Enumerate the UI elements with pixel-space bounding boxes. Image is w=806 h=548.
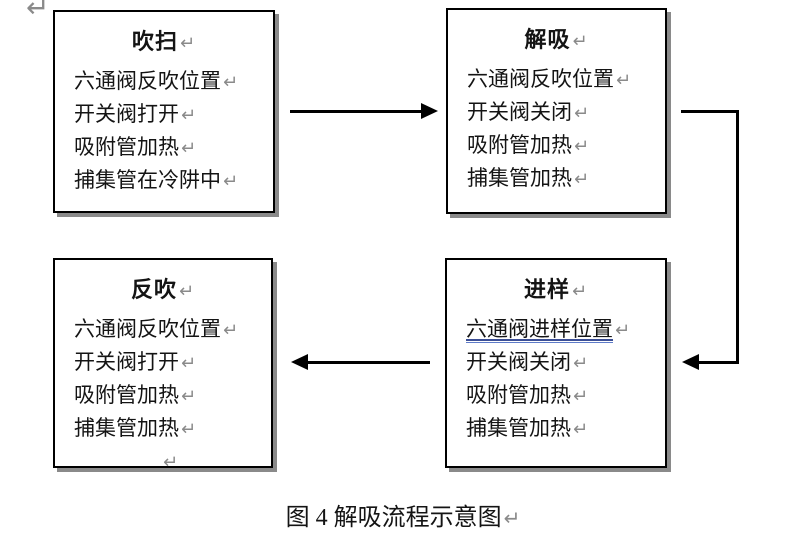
box-body-desorb: 六通阀反吹位置↵ 开关阀关闭↵ 吸附管加热↵ 捕集管加热↵ bbox=[467, 63, 659, 195]
arrow-left-icon bbox=[291, 354, 308, 370]
return-mark-icon: ↵ bbox=[179, 33, 197, 54]
return-mark-icon: ↵ bbox=[181, 353, 197, 374]
box-line-text: 捕集管在冷阱中 bbox=[74, 168, 221, 192]
box-line: 六通阀反吹位置↵ bbox=[467, 63, 659, 96]
figure-caption-text: 图 4 解吸流程示意图 bbox=[285, 505, 502, 531]
box-title-desorb: 解吸↵ bbox=[448, 22, 665, 54]
flow-box-backflush: 反吹↵ 六通阀反吹位置↵ 开关阀打开↵ 吸附管加热↵ 捕集管加热↵ ↵ bbox=[53, 258, 273, 473]
underlined-text: 六通阀进样位置 bbox=[466, 317, 613, 343]
box-line-text: 六通阀反吹位置 bbox=[467, 67, 614, 91]
box-line-text: 开关阀打开 bbox=[74, 102, 179, 126]
arrow-left-icon bbox=[682, 354, 699, 370]
return-mark-icon: ↵ bbox=[223, 171, 239, 192]
arrow-desorb-to-inject-bottom-segment bbox=[699, 361, 739, 364]
box-line-text: 开关阀关闭 bbox=[466, 350, 571, 374]
return-mark-icon: ↵ bbox=[573, 386, 589, 407]
return-mark-icon: ↵ bbox=[223, 72, 239, 93]
box-line-text: 六通阀反吹位置 bbox=[74, 69, 221, 93]
box-line: 捕集管加热↵ bbox=[74, 412, 265, 445]
return-mark-icon: ↵ bbox=[574, 169, 590, 190]
flow-box-inject: 进样↵ 六通阀进样位置↵ 开关阀关闭↵ 吸附管加热↵ 捕集管加热↵ bbox=[445, 258, 667, 468]
return-mark-icon: ↵ bbox=[181, 138, 197, 159]
box-line: 开关阀关闭↵ bbox=[466, 346, 659, 379]
box-line: 捕集管加热↵ bbox=[467, 162, 659, 195]
box-line: 吸附管加热↵ bbox=[467, 129, 659, 162]
box-line-text: 六通阀反吹位置 bbox=[74, 317, 221, 341]
box-title-text: 反吹 bbox=[130, 277, 177, 302]
return-mark-icon: ↵ bbox=[181, 386, 197, 407]
box-line-text: 开关阀打开 bbox=[74, 350, 179, 374]
return-mark-icon: ↵ bbox=[178, 281, 196, 302]
arrow-purge-to-desorb-line bbox=[290, 110, 422, 113]
box-line-text: 吸附管加热 bbox=[467, 133, 572, 157]
box-title-purge: 吹扫↵ bbox=[55, 24, 273, 56]
return-mark-icon: ↵ bbox=[573, 419, 589, 440]
box-line: 开关阀关闭↵ bbox=[467, 96, 659, 129]
box-line-text: 吸附管加热 bbox=[74, 383, 179, 407]
box-body-backflush: 六通阀反吹位置↵ 开关阀打开↵ 吸附管加热↵ 捕集管加热↵ ↵ bbox=[74, 313, 265, 473]
box-line-text: 吸附管加热 bbox=[74, 135, 179, 159]
empty-line: ↵ bbox=[74, 445, 265, 473]
box-line: 六通阀反吹位置↵ bbox=[74, 313, 265, 346]
return-mark-icon: ↵ bbox=[181, 105, 197, 126]
return-mark-icon: ↵ bbox=[223, 320, 239, 341]
box-title-text: 吹扫 bbox=[131, 29, 178, 54]
return-mark-icon: ↵ bbox=[573, 353, 589, 374]
box-line-text: 开关阀关闭 bbox=[467, 100, 572, 124]
box-line: 吸附管加热↵ bbox=[74, 379, 265, 412]
box-body-inject: 六通阀进样位置↵ 开关阀关闭↵ 吸附管加热↵ 捕集管加热↵ bbox=[466, 313, 659, 445]
return-mark-icon: ↵ bbox=[162, 452, 179, 473]
arrow-desorb-to-inject-vertical-segment bbox=[736, 110, 739, 364]
box-line-text: 吸附管加热 bbox=[466, 383, 571, 407]
box-line: 吸附管加热↵ bbox=[74, 131, 267, 164]
return-mark-icon: ↵ bbox=[615, 320, 631, 341]
arrow-desorb-to-inject-top-segment bbox=[681, 110, 739, 113]
box-line-text: 捕集管加热 bbox=[467, 166, 572, 190]
return-mark-icon: ↵ bbox=[571, 281, 589, 302]
box-title-inject: 进样↵ bbox=[447, 272, 665, 304]
box-line: 六通阀进样位置↵ bbox=[466, 313, 659, 346]
arrow-right-icon bbox=[421, 103, 438, 119]
box-line: 捕集管加热↵ bbox=[466, 412, 659, 445]
return-mark-icon: ↵ bbox=[572, 31, 589, 52]
box-title-text: 解吸 bbox=[524, 27, 571, 52]
box-line-text: 捕集管加热 bbox=[466, 416, 571, 440]
arrow-inject-to-backflush-line bbox=[307, 361, 430, 364]
return-mark-icon: ↵ bbox=[616, 70, 632, 91]
box-line: 吸附管加热↵ bbox=[466, 379, 659, 412]
box-line: 开关阀打开↵ bbox=[74, 346, 265, 379]
return-mark-icon: ↵ bbox=[503, 506, 521, 530]
box-body-purge: 六通阀反吹位置↵ 开关阀打开↵ 吸附管加热↵ 捕集管在冷阱中↵ bbox=[74, 65, 267, 197]
flow-box-purge: 吹扫↵ 六通阀反吹位置↵ 开关阀打开↵ 吸附管加热↵ 捕集管在冷阱中↵ bbox=[53, 10, 275, 213]
return-mark-icon: ↵ bbox=[181, 419, 197, 440]
return-mark-icon: ↵ bbox=[574, 103, 590, 124]
figure-caption: 图 4 解吸流程示意图↵ bbox=[0, 497, 806, 532]
box-line: 六通阀反吹位置↵ bbox=[74, 65, 267, 98]
box-line: 开关阀打开↵ bbox=[74, 98, 267, 131]
box-title-backflush: 反吹↵ bbox=[55, 272, 271, 304]
box-line-text: 捕集管加热 bbox=[74, 416, 179, 440]
return-mark-icon: ↵ bbox=[26, 0, 50, 24]
flow-box-desorb: 解吸↵ 六通阀反吹位置↵ 开关阀关闭↵ 吸附管加热↵ 捕集管加热↵ bbox=[446, 8, 667, 214]
return-mark-icon: ↵ bbox=[574, 136, 590, 157]
box-title-text: 进样 bbox=[523, 277, 570, 302]
box-line: 捕集管在冷阱中↵ bbox=[74, 164, 267, 197]
